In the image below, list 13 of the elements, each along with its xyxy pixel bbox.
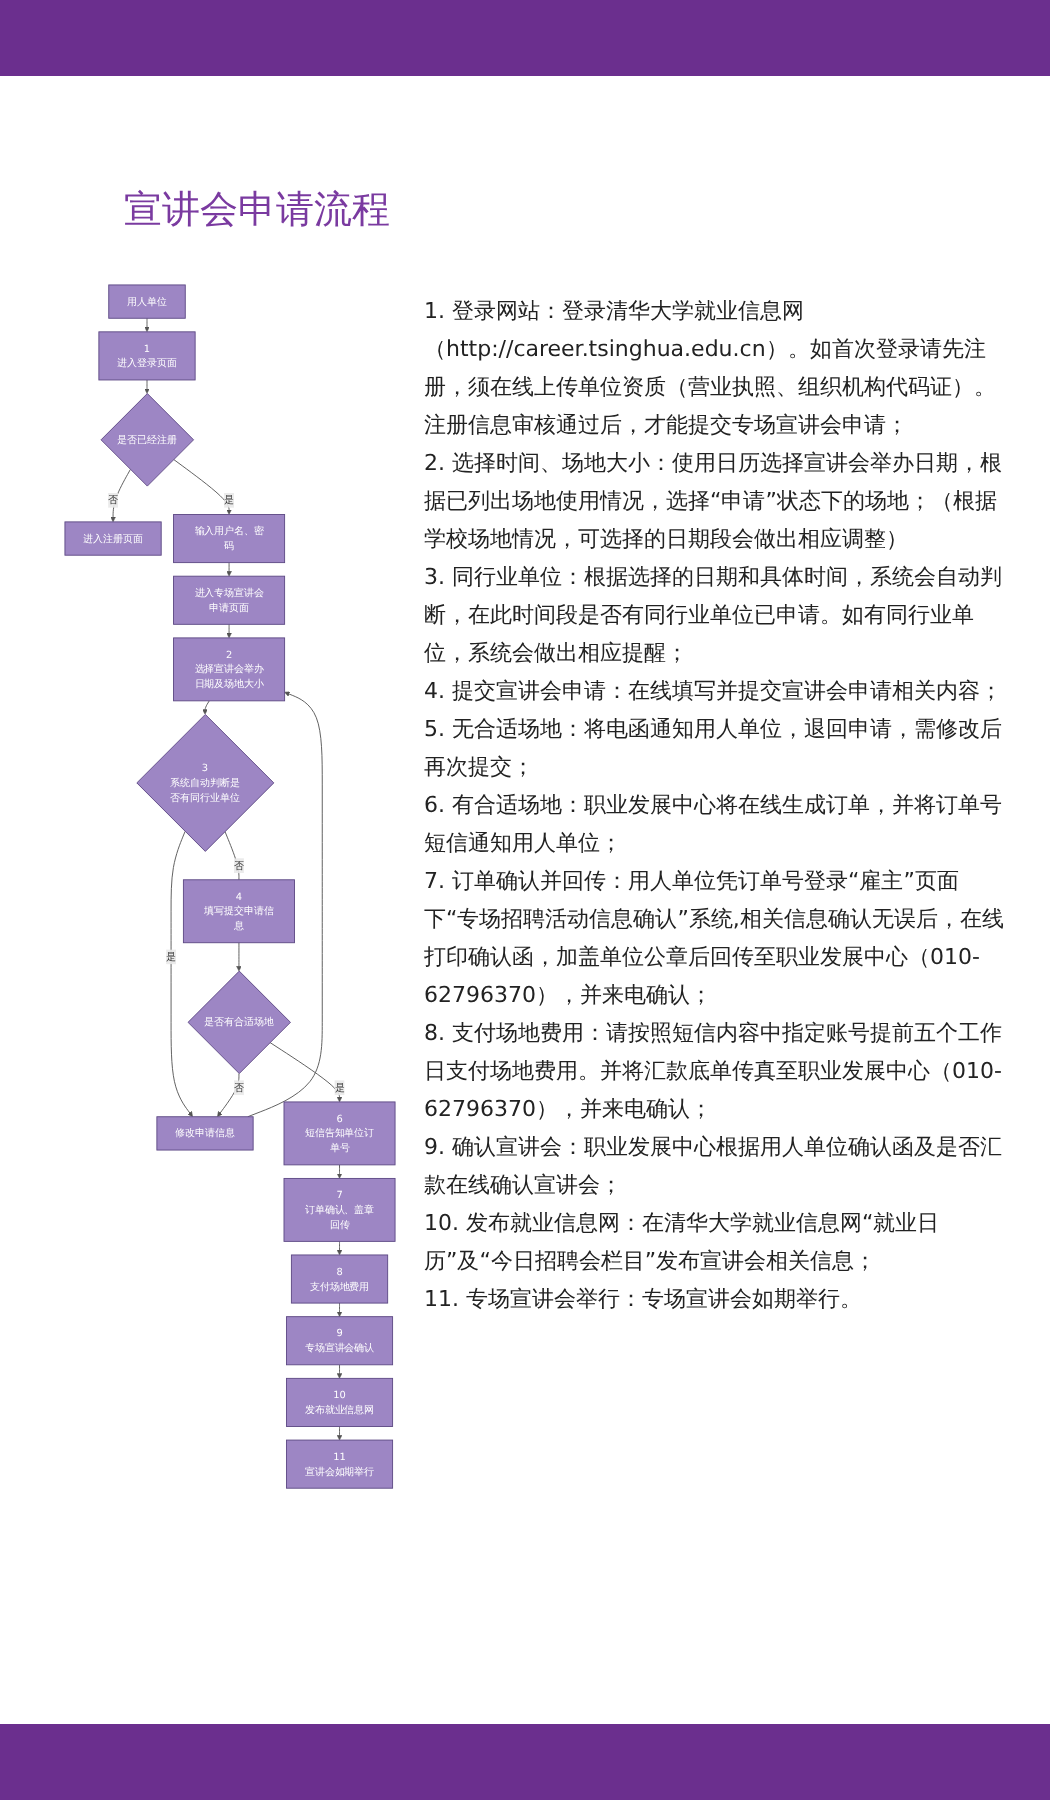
step-description: 3. 同行业单位：根据选择的日期和具体时间，系统会自动判断，在此时间段是否有同行业单位已申请。如有同行业单位，系统会做出相应提醒； (424, 562, 1004, 670)
step-description: 7. 订单确认并回传：用人单位凭订单号登录“雇主”页面下“专场招聘活动信息确认”系统,相关信息确认无误后，在线打印确认函，加盖单位公章后回传至职业发展中心（010-62796370），并来电确认； (424, 866, 1004, 1012)
step-description: 11. 专场宣讲会举行：专场宣讲会如期举行。 (424, 1284, 864, 1316)
step-description: 8. 支付场地费用：请按照短信内容中指定账号提前五个工作日支付场地费用。并将汇款底单传真至职业发展中心（010-62796370），并来电确认； (424, 1018, 1004, 1126)
step-description: 1. 登录网站：登录清华大学就业信息网（http://career.tsinghua.edu.cn）。如首次登录请先注册，须在线上传单位资质（营业执照、组织机构代码证）。注册信息审核通过后，才能提交专场宣讲会申请； (424, 296, 998, 442)
step-description: 4. 提交宣讲会申请：在线填写并提交宣讲会申请相关内容； (424, 676, 1004, 708)
title: 宣讲会申请流程 (124, 186, 390, 236)
step-description: 5. 无合适场地：将电函通知用人单位，退回申请，需修改后再次提交； (424, 714, 1004, 784)
step-description: 10. 发布就业信息网：在清华大学就业信息网“就业日历”及“今日招聘会栏目”发布宣讲会相关信息； (424, 1208, 942, 1278)
connector (224, 831, 240, 881)
step-description: 2. 选择时间、场地大小：使用日历选择宣讲会举办日期，根据已列出场地使用情况，选择“申请”状态下的场地；（根据学校场地情况，可选择的日期段会做出相应调整） (424, 448, 1004, 556)
step-description: 6. 有合适场地：职业发展中心将在线生成订单，并将订单号短信通知用人单位； (424, 790, 1004, 860)
step-description: 9. 确认宣讲会：职业发展中心根据用人单位确认函及是否汇款在线确认宣讲会； (424, 1132, 1004, 1202)
